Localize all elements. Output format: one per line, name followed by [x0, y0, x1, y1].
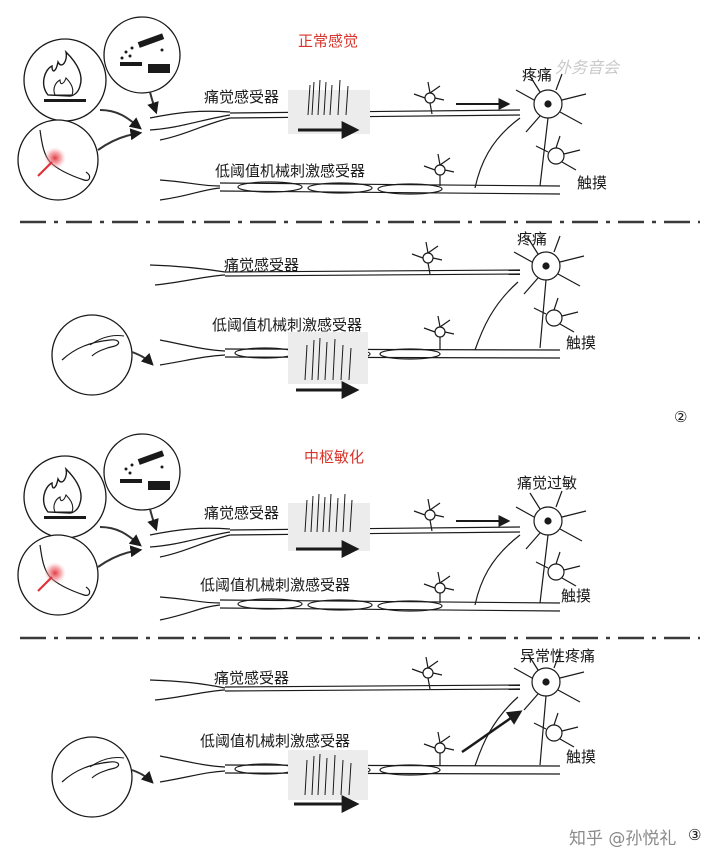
projection-neuron-icon — [513, 235, 585, 349]
spike-train-box — [288, 332, 368, 384]
panel-1-mechano-label: 低阈值机械刺激感受器 — [215, 162, 366, 180]
interneuron-icon — [423, 731, 455, 766]
panel-3-title: 中枢敏化 — [304, 448, 365, 466]
nociceptor-fiber — [149, 109, 521, 141]
panel-2-touch-label: 触摸 — [566, 334, 597, 352]
panel-4-output-label: 异常性疼痛 — [520, 647, 596, 665]
foot-injury-icon — [17, 119, 99, 201]
mechano-fiber — [159, 596, 561, 621]
allodynia-arrow — [461, 710, 523, 754]
panel-1-output-label: 疼痛 — [522, 66, 553, 84]
seal-watermark: 外务音会 — [555, 58, 620, 77]
panel-2-output-label: 疼痛 — [517, 230, 548, 248]
projection-neuron-icon — [535, 551, 581, 587]
nociceptor-fiber — [149, 264, 521, 286]
nociceptor-fiber — [149, 679, 521, 701]
nociceptor-fiber — [149, 526, 521, 558]
panel-2-nociceptor-label: 痛觉感受器 — [224, 256, 300, 274]
panel-4-mechano-label: 低阈值机械刺激感受器 — [200, 732, 351, 750]
interneuron-icon — [413, 81, 445, 115]
interneuron-icon — [423, 571, 455, 603]
spike-train-box — [288, 90, 370, 134]
interneuron-icon — [411, 656, 443, 690]
chemical-stimulus-icon — [103, 433, 181, 511]
panel-3-nociceptor-label: 痛觉感受器 — [204, 504, 280, 522]
spike-train — [307, 79, 349, 116]
spike-train — [304, 753, 352, 796]
projection-neuron-icon — [535, 135, 581, 171]
projection-neuron-icon — [513, 651, 585, 766]
panel-4 — [51, 651, 585, 818]
panel-1-title: 正常感觉 — [298, 32, 359, 50]
spike-train — [304, 337, 352, 381]
projection-neuron-icon — [515, 490, 587, 604]
panel-4-nociceptor-label: 痛觉感受器 — [214, 669, 290, 687]
interneuron-icon — [411, 241, 443, 275]
panel-3 — [17, 433, 587, 621]
projection-neuron-icon — [515, 73, 587, 187]
interneuron-icon — [423, 153, 455, 186]
spike-train-box — [288, 750, 368, 800]
mechano-fiber — [159, 755, 561, 783]
interneuron-icon — [423, 315, 455, 350]
flame-stimulus-icon — [23, 38, 107, 122]
panel-2-mechano-label: 低阈值机械刺激感受器 — [212, 316, 363, 334]
flame-stimulus-icon — [23, 455, 107, 539]
panel-3-mechano-label: 低阈值机械刺激感受器 — [200, 576, 351, 594]
projection-neuron-icon — [533, 712, 579, 748]
panel-3-touch-label: 触摸 — [561, 587, 592, 605]
panel-1-nociceptor-label: 痛觉感受器 — [204, 88, 280, 106]
spike-train — [304, 493, 353, 533]
mechano-fiber — [159, 179, 561, 201]
panel-1-touch-label: 触摸 — [577, 174, 608, 192]
panel-3-output-label: 痛觉过敏 — [517, 474, 578, 492]
panel-4-number: ③ — [688, 826, 702, 844]
projection-neuron-icon — [533, 297, 579, 333]
panel-2-number: ② — [674, 408, 688, 426]
panel-2 — [51, 235, 585, 399]
zhihu-watermark: 知乎 @孙悦礼 — [569, 829, 677, 849]
chemical-stimulus-icon — [103, 16, 181, 94]
panel-1 — [17, 16, 587, 201]
touch-stimulus-icon — [51, 314, 133, 396]
touch-stimulus-icon — [51, 736, 133, 818]
panel-4-touch-label: 触摸 — [566, 748, 597, 766]
foot-injury-icon — [17, 534, 99, 616]
interneuron-icon — [413, 498, 445, 532]
